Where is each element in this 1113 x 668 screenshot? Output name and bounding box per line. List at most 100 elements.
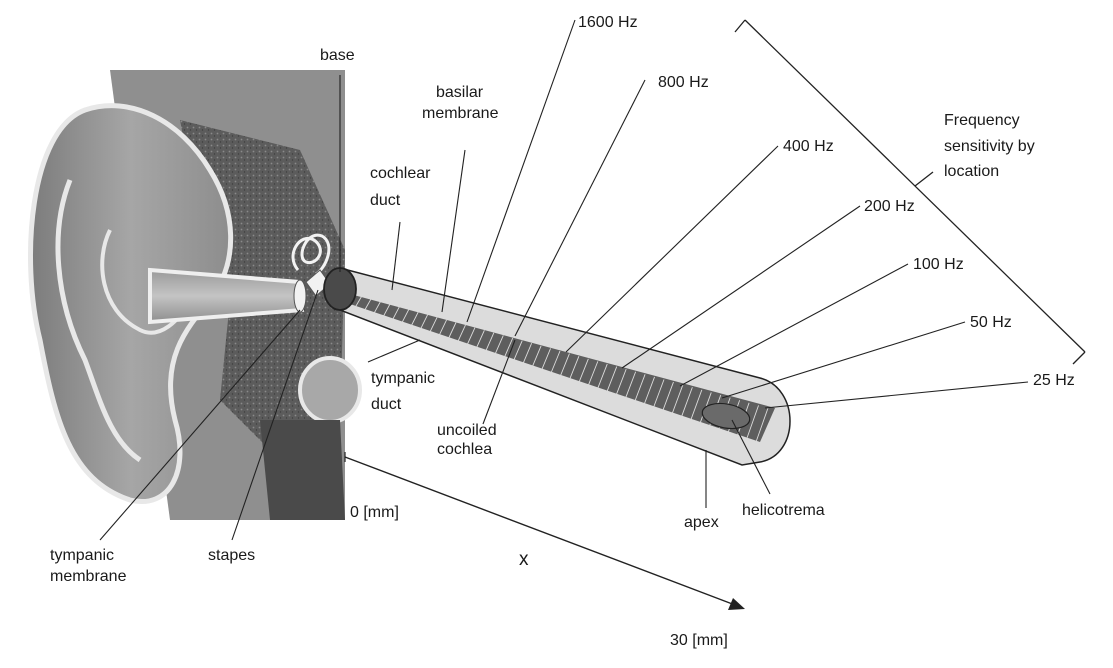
label-freq-100: 100 Hz [913,256,964,273]
leader-25 [764,381,1029,409]
membrane-hatch-line [494,335,504,355]
membrane-hatch-line [587,361,599,386]
ear-anatomy [28,70,362,520]
membrane-hatch-line [634,374,646,402]
eustachian-region [298,356,362,424]
membrane-hatch-line [522,343,533,364]
label-uncoiled-1: uncoiled [437,422,497,439]
membrane-hatch-line [615,368,627,396]
leader-stapes [231,289,319,541]
label-apex: apex [684,514,719,531]
leader-basilar [441,149,466,313]
membrane-hatch-line [513,340,523,361]
label-tympanic-duct-1: tympanic [371,370,436,387]
leader-tympanic-membrane [99,309,301,541]
label-frequency-1: Frequency [944,112,1020,129]
membrane-hatch-line [466,327,476,345]
membrane-hatch-line [625,371,637,399]
label-freq-1600: 1600 Hz [578,14,638,31]
label-freq-50: 50 Hz [970,314,1012,331]
leader-uncoiled [482,339,516,425]
membrane-hatch-line [485,332,495,352]
leader-1600 [466,19,576,323]
label-cochlear-duct-1: cochlear [370,165,431,182]
label-basilar-2: membrane [422,105,499,122]
x-axis-line [344,456,736,606]
frequency-leaders [466,19,1029,409]
label-uncoiled-2: cochlea [437,441,493,458]
membrane-hatch-line [550,350,561,374]
label-stapes: stapes [208,547,256,564]
membrane-hatch-line [643,376,655,405]
membrane-hatch-line [681,387,693,418]
label-tympanic-membrane-1: tympanic [50,547,115,564]
membrane-hatch-line [457,324,466,342]
label-basilar-1: basilar [436,84,484,101]
membrane-hatch-line [541,348,551,371]
membrane-hatch-line [597,363,608,389]
ear-helix [55,179,142,463]
membrane-hatch-line [690,389,703,421]
membrane-hatch-line [354,296,362,308]
leader-tympanic-duct [367,339,421,363]
leader-50 [721,321,966,399]
label-freq-400: 400 Hz [783,138,834,155]
membrane-hatch-line [392,306,400,320]
membrane-hatch-line [746,405,759,440]
leader-400 [565,145,779,353]
uncoiled-cochlea-shape [323,267,791,466]
leader-200 [621,205,861,369]
membrane-hatch-line [531,345,542,367]
label-frequency-3: location [944,163,1000,180]
membrane-hatch-line [448,322,457,339]
label-frequency-2: sensitivity by [944,138,1035,155]
leader-100 [679,263,909,387]
membrane-hatch-line [429,317,438,333]
membrane-hatch-line [671,384,684,414]
tympanic-membrane-shape [293,279,307,313]
membrane-hatch-line [503,337,514,358]
membrane-hatch-line [476,330,485,349]
neck-shadow [260,420,345,520]
label-tympanic-duct-2: duct [371,396,402,413]
axis-start-label: 0 [mm] [350,504,399,521]
membrane-hatching [345,293,769,443]
x-axis-arrowhead [728,598,745,610]
membrane-hatch-line [606,366,618,392]
label-freq-200: 200 Hz [864,198,915,215]
membrane-hatch-line [401,309,410,324]
frequency-bracket [734,19,1086,365]
x-axis [344,452,745,610]
membrane-hatch-line [653,379,665,408]
membrane-hatch-line [559,353,570,377]
label-cochlear-duct-2: duct [370,192,401,209]
label-freq-800: 800 Hz [658,74,709,91]
membrane-hatch-line [438,319,447,336]
membrane-hatch-line [420,314,429,330]
leader-helicotrema [731,419,771,495]
label-tympanic-membrane-2: membrane [50,568,127,585]
ossicles [291,233,331,276]
membrane-hatch-line [578,358,589,383]
membrane-hatch-line [410,311,419,327]
cochlea-base-opening [323,267,357,311]
label-base: base [320,47,355,64]
basilar-membrane-shape [350,294,775,442]
label-freq-25: 25 Hz [1033,372,1075,389]
membrane-hatch-line [373,301,381,314]
leader-800 [514,79,646,337]
membrane-hatch-line [382,304,391,317]
membrane-hatch-line [364,298,372,311]
membrane-hatch-line [755,407,769,443]
label-helicotrema: helicotrema [742,502,825,519]
auricle [28,103,234,504]
membrane-hatch-line [569,356,580,380]
leader-cochlear-duct [391,221,401,291]
axis-end-label: 30 [mm] [670,632,728,649]
anatomy-leaders [99,75,771,541]
membrane-hatch-line [662,381,674,411]
helicotrema-shape [701,402,751,430]
axis-variable-label: x [519,549,529,570]
